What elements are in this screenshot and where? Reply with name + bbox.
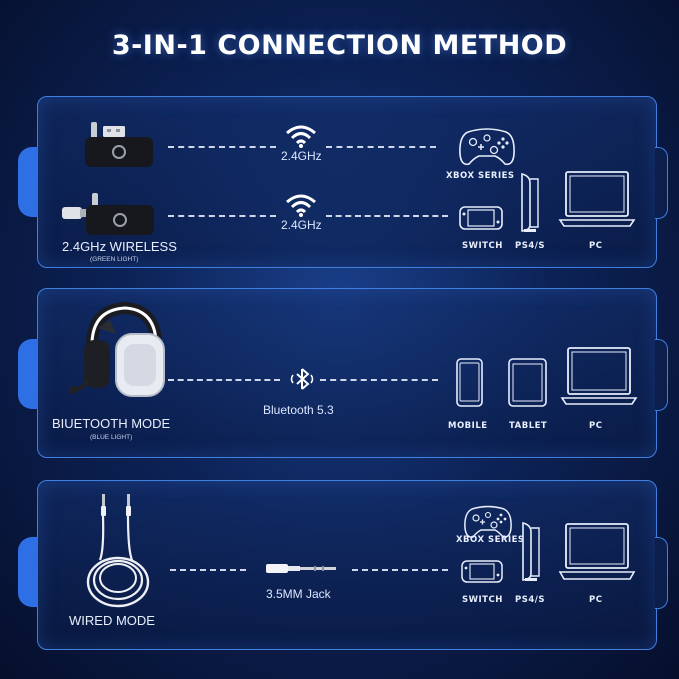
jack-icon	[266, 564, 336, 573]
jack-label: 3.5MM Jack	[266, 587, 331, 601]
device-label-tablet: TABLET	[509, 421, 548, 431]
xbox-controller-icon	[459, 128, 515, 166]
panel-tab	[18, 537, 38, 607]
wireless-mode-label: 2.4GHz WIRELESS	[62, 239, 177, 254]
bluetooth-version-label: Bluetooth 5.3	[263, 403, 334, 417]
frequency-label: 2.4GHz	[281, 218, 322, 232]
switch-icon	[459, 206, 503, 230]
panel-tab	[655, 537, 668, 609]
wifi-icon	[286, 194, 316, 217]
bluetooth-mode-sub: (BLUE LIGHT)	[90, 434, 133, 441]
connection-line	[168, 379, 280, 381]
laptop-icon	[560, 347, 638, 405]
connection-line	[326, 215, 448, 217]
device-label-switch: SWITCH	[462, 595, 503, 605]
phone-icon	[456, 358, 483, 407]
bluetooth-icon	[290, 368, 314, 390]
page-title: 3-IN-1 CONNECTION METHOD	[111, 30, 568, 61]
connection-line	[168, 215, 276, 217]
usb-dongle-icon	[85, 122, 153, 167]
laptop-icon	[558, 523, 636, 580]
bluetooth-mode-label: BIUETOOTH MODE	[52, 416, 171, 431]
connection-line	[170, 569, 246, 571]
device-label-mobile: MOBILE	[448, 421, 488, 431]
xbox-controller-icon	[464, 505, 512, 538]
connection-line	[320, 379, 438, 381]
device-label-ps: PS4/S	[515, 595, 545, 605]
device-label-xbox: XBOX SERIES	[456, 535, 525, 545]
device-label-ps: PS4/S	[515, 241, 545, 251]
device-label-pc: PC	[589, 241, 603, 251]
headset-icon	[69, 301, 165, 397]
switch-icon	[461, 560, 503, 583]
device-label-switch: SWITCH	[462, 241, 503, 251]
ps-console-icon	[522, 521, 540, 581]
wireless-panel	[18, 96, 668, 268]
wifi-icon	[286, 125, 316, 148]
wired-mode-label: WIRED MODE	[69, 613, 155, 628]
connection-line	[168, 146, 276, 148]
device-label-xbox: XBOX SERIES	[446, 171, 515, 181]
panel-tab	[18, 339, 38, 409]
connection-line	[352, 569, 448, 571]
panel-tab	[655, 339, 668, 411]
panel-tab	[18, 147, 38, 217]
tablet-icon	[508, 358, 547, 407]
device-label-pc: PC	[589, 421, 603, 431]
device-label-pc: PC	[589, 595, 603, 605]
connection-line	[326, 146, 436, 148]
usb-dongle-icon	[62, 193, 154, 235]
ps-console-icon	[521, 172, 539, 232]
panel-tab	[655, 147, 668, 219]
laptop-icon	[558, 171, 636, 227]
frequency-label: 2.4GHz	[281, 149, 322, 163]
wireless-mode-sub: (GREEN LIGHT)	[90, 256, 139, 263]
cable-icon	[86, 494, 150, 608]
